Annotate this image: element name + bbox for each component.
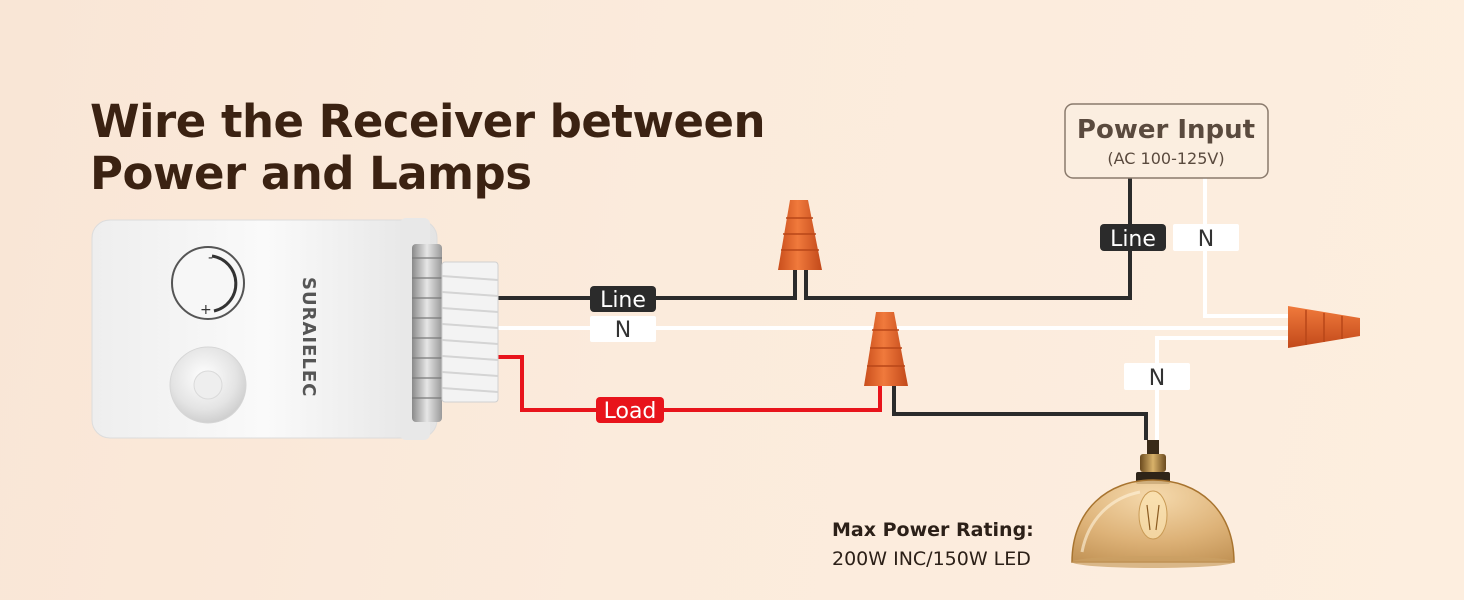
label-device-load-text: Load — [604, 399, 657, 424]
label-device-line: Line — [590, 286, 656, 313]
lamp-line-wire — [892, 386, 1148, 440]
wire-nut-neutral — [1288, 306, 1360, 348]
power-input-label: Power Input — [1077, 115, 1255, 145]
title-line-2: Power and Lamps — [90, 147, 532, 200]
label-lamp-neutral: N — [1124, 363, 1190, 391]
label-device-line-text: Line — [600, 288, 646, 313]
title-line-1: Wire the Receiver between — [90, 95, 766, 148]
brand-label: SURAIELEC — [298, 277, 319, 397]
label-power-neutral-text: N — [1198, 227, 1214, 252]
label-device-neutral-text: N — [615, 318, 631, 343]
rating-value: 200W INC/150W LED — [832, 548, 1031, 570]
label-power-line: Line — [1100, 224, 1166, 252]
lamp-bulb — [1138, 490, 1168, 540]
label-lamp-neutral-text: N — [1149, 366, 1165, 391]
page-title: Wire the Receiver between Power and Lamp… — [90, 95, 766, 200]
max-power-rating: Max Power Rating: 200W INC/150W LED — [832, 516, 1034, 574]
power-input-spec: (AC 100-125V) — [1107, 149, 1224, 168]
label-device-load: Load — [596, 397, 664, 424]
load-wire — [498, 355, 882, 412]
wire-nut-line — [778, 200, 822, 270]
label-device-neutral: N — [590, 316, 656, 343]
label-power-line-text: Line — [1110, 227, 1156, 252]
power-input-box: Power Input (AC 100-125V) — [1064, 103, 1269, 179]
pendant-lamp — [1071, 440, 1235, 568]
rating-heading: Max Power Rating: — [832, 519, 1034, 541]
label-power-neutral: N — [1173, 224, 1239, 252]
wire-nut-load — [864, 312, 908, 386]
dial-plus-label: + — [200, 302, 212, 318]
dial-knob — [171, 246, 245, 320]
dial-minus-label: - — [208, 250, 213, 266]
receiver-device: - + SURAIELEC — [91, 218, 499, 440]
